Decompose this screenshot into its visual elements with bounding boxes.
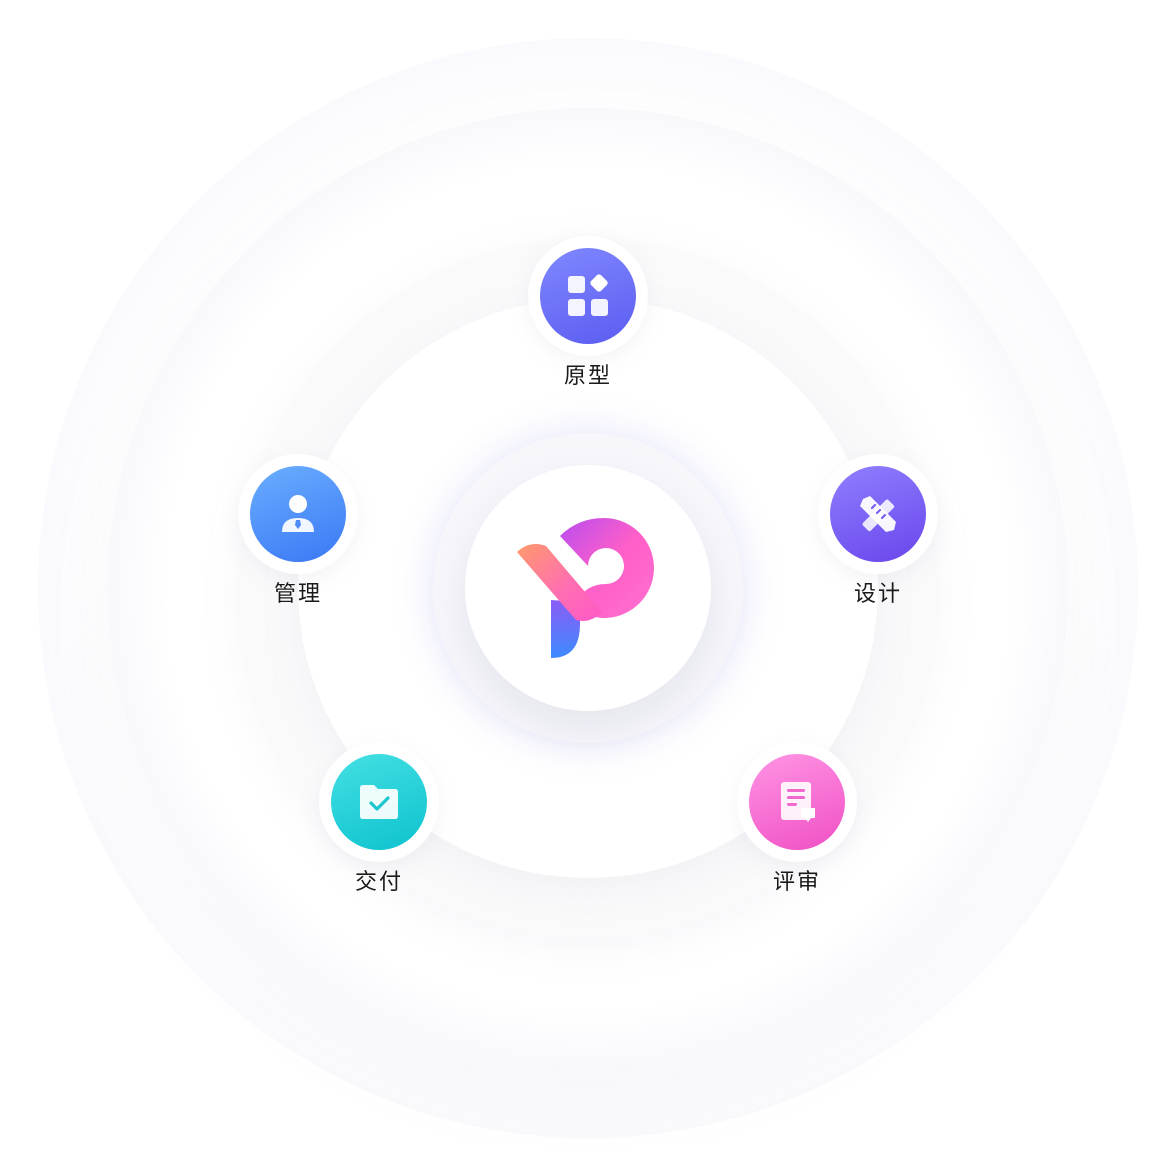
user-icon (282, 495, 314, 532)
p-logo (517, 518, 654, 658)
node-manage[interactable]: 管理 (238, 454, 358, 607)
node-circle (830, 466, 926, 562)
node-label: 设计 (853, 582, 902, 607)
node-label: 管理 (273, 582, 322, 607)
node-label: 交付 (354, 870, 403, 895)
node-circle (250, 466, 346, 562)
apps-icon (568, 274, 608, 316)
node-review[interactable]: 评审 (737, 742, 857, 895)
node-circle (331, 754, 427, 850)
node-prototype[interactable]: 原型 (528, 236, 648, 389)
node-delivery[interactable]: 交付 (319, 742, 439, 895)
node-circle (540, 248, 636, 344)
node-label: 原型 (563, 364, 612, 389)
ruler-pencil-icon (860, 496, 896, 532)
hub (465, 465, 711, 711)
node-design[interactable]: 设计 (818, 454, 938, 607)
node-label: 评审 (772, 870, 821, 895)
node-circle (749, 754, 845, 850)
folder-check-icon (360, 785, 398, 819)
document-comment-icon (781, 782, 815, 822)
